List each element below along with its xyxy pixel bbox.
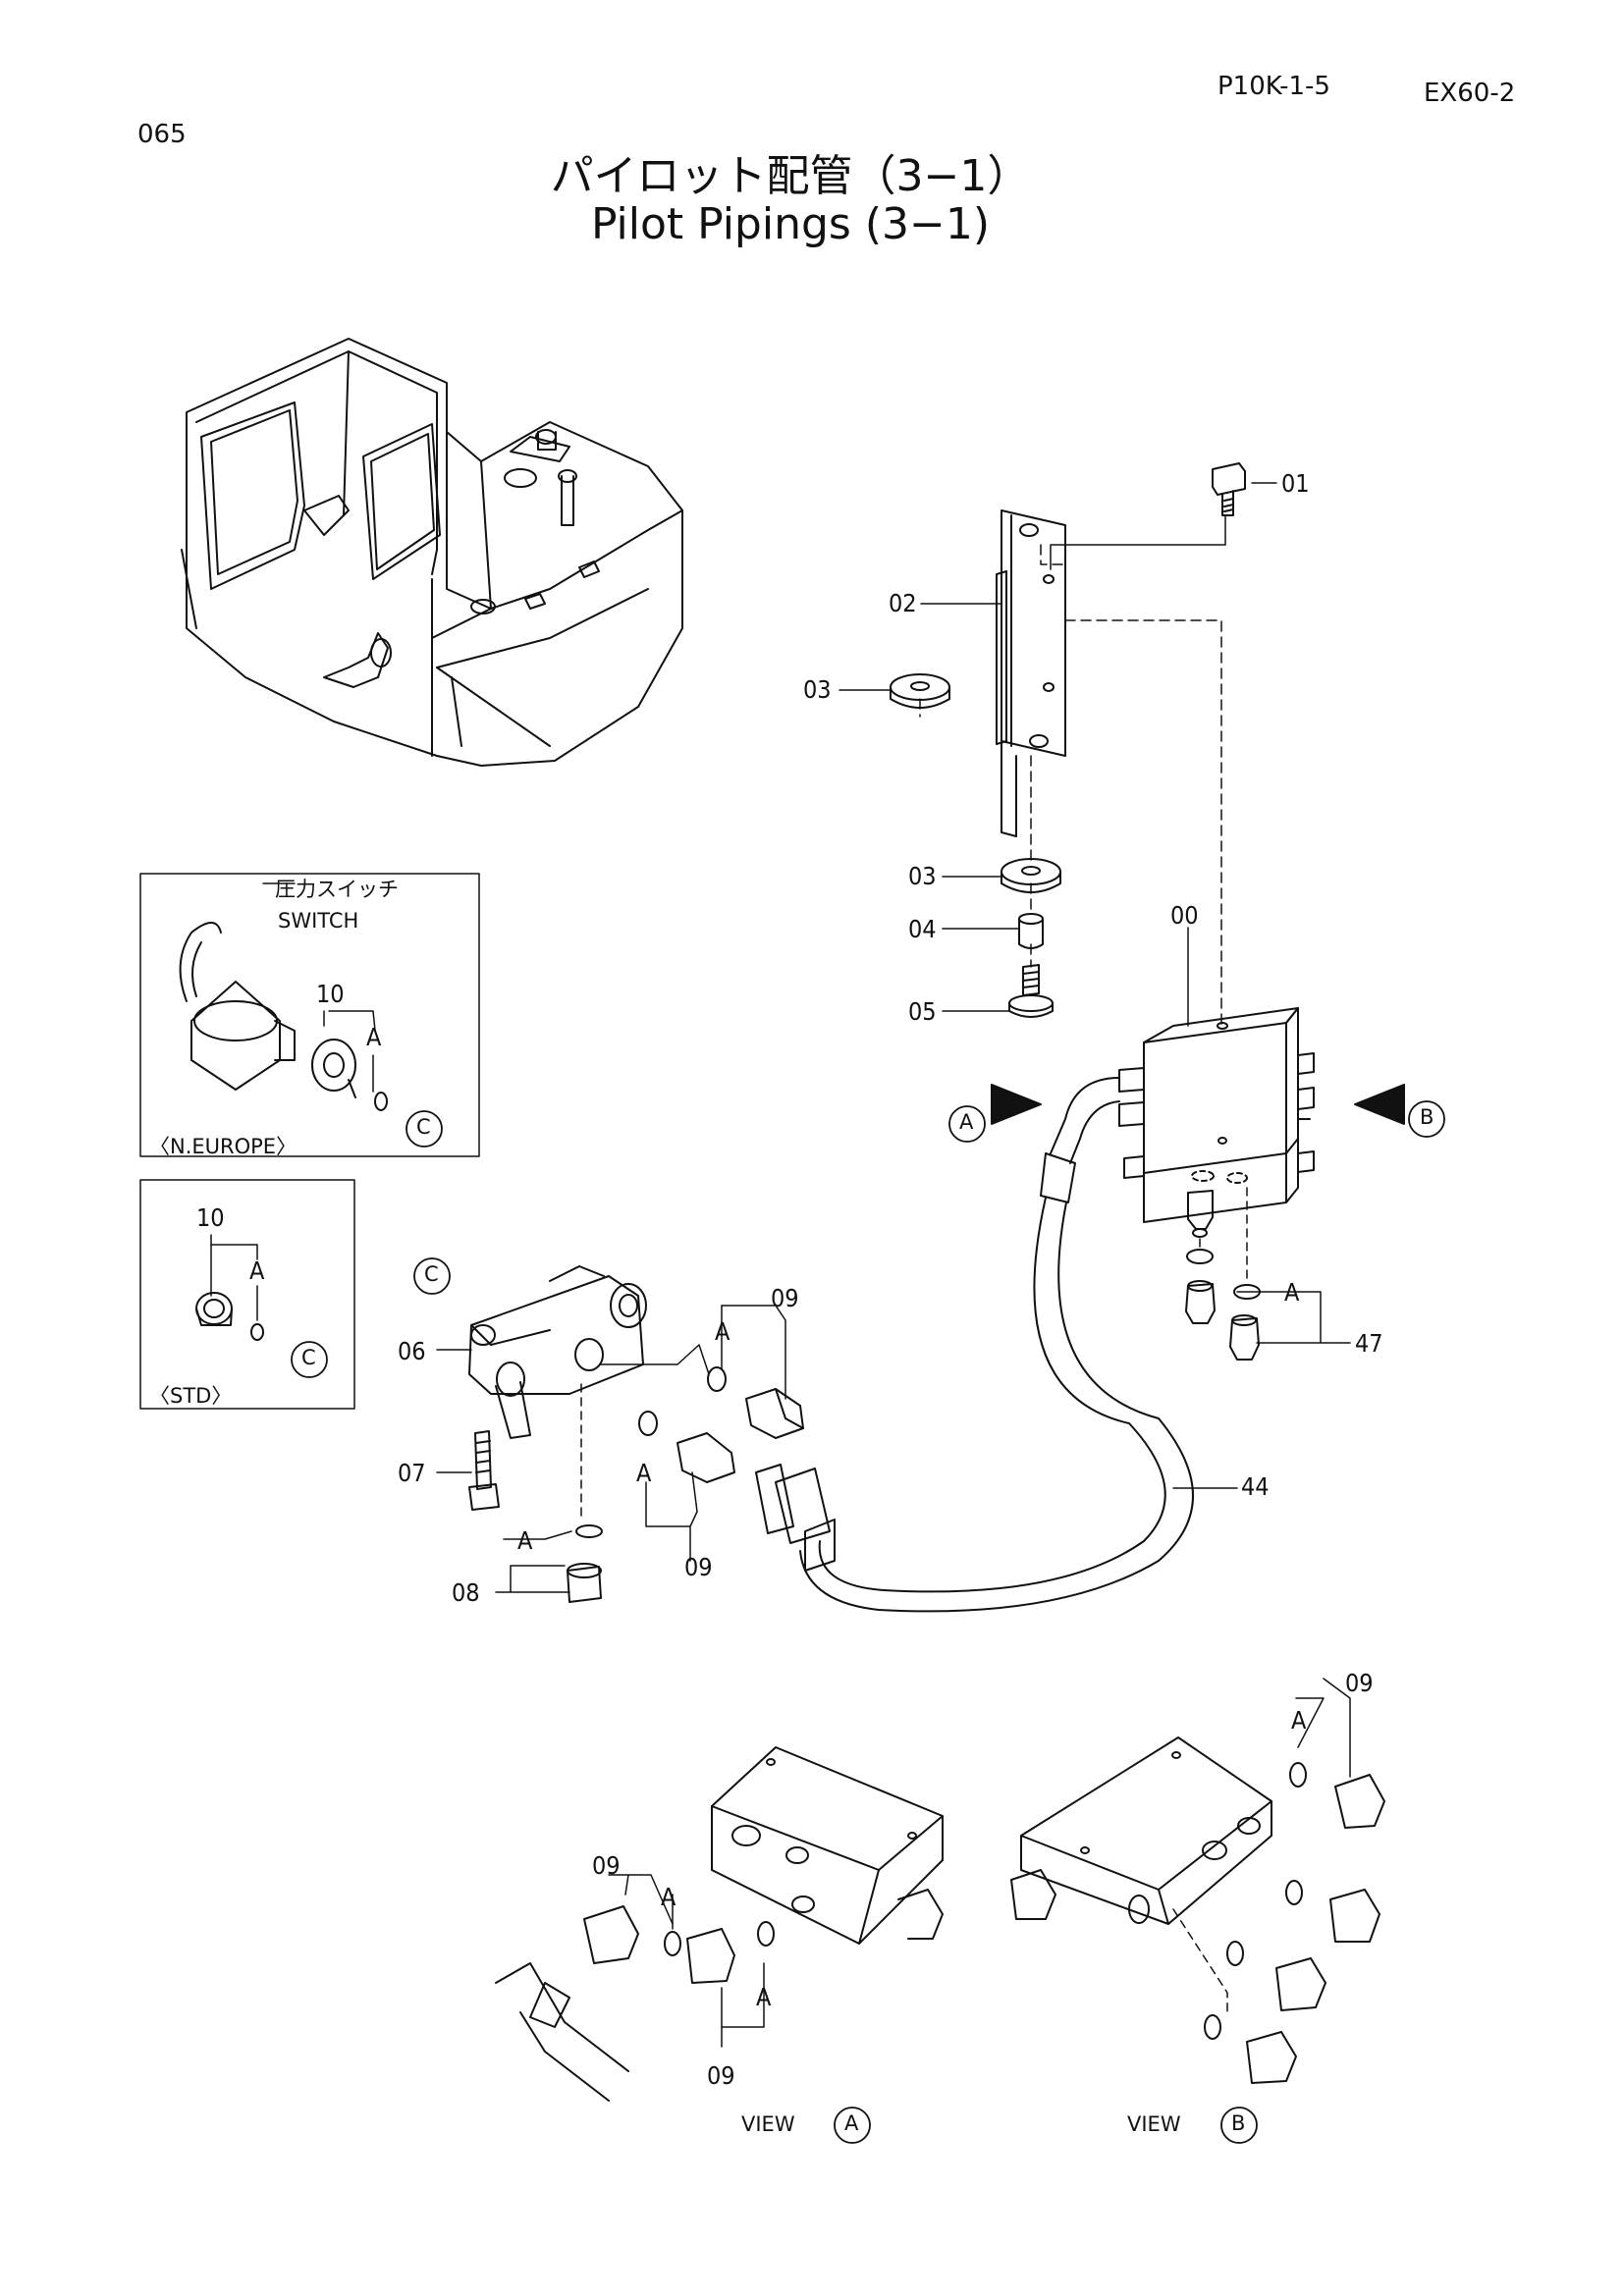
part-label-06: 06	[398, 1337, 426, 1365]
a-marker-08: A	[517, 1526, 533, 1555]
washer-03-upper	[891, 674, 949, 700]
part-label-05: 05	[908, 997, 937, 1026]
valve-06	[469, 1266, 646, 1438]
part-label-03: 03	[803, 675, 832, 704]
page-number: 065	[137, 120, 187, 149]
inset-n-europe-caption: 〈N.EUROPE〉	[149, 1135, 298, 1158]
inset-c-circle-2	[292, 1342, 327, 1377]
part-label-44: 44	[1241, 1472, 1270, 1501]
inset-n-europe-frame	[140, 874, 479, 1156]
marker-b-circle	[1409, 1101, 1444, 1137]
part-label-03-lower: 03	[908, 862, 937, 890]
doc-code: P10K-1-5	[1217, 72, 1330, 101]
view-a-a-marker-1: A	[661, 1883, 676, 1911]
a-marker-47: A	[1284, 1278, 1300, 1307]
bracket-02	[997, 510, 1065, 836]
inset-c-circle-1	[406, 1111, 442, 1147]
fittings-09-valve	[601, 1345, 803, 1482]
view-b-part-09: 09	[1345, 1669, 1374, 1697]
view-a-circle	[835, 2108, 870, 2143]
marker-b: B	[1420, 1105, 1434, 1129]
bolt-07	[469, 1431, 499, 1510]
marker-c-circle	[414, 1258, 450, 1294]
a-marker-09-upper: A	[715, 1317, 730, 1346]
view-b-caption: VIEW	[1127, 2112, 1181, 2136]
switch-label-jp: 圧力スイッチ	[275, 878, 399, 901]
part-label-04: 04	[908, 915, 937, 943]
pressure-switch	[181, 923, 387, 1110]
marker-a: A	[959, 1110, 974, 1134]
arrow-b-shape	[1355, 1085, 1404, 1124]
title-english: Pilot Pipings (3−1)	[590, 199, 991, 249]
view-a-caption: VIEW	[741, 2112, 795, 2136]
inset-std-frame	[140, 1180, 354, 1409]
inset-part-10: 10	[316, 980, 345, 1008]
view-b-drawing	[1011, 1737, 1384, 2083]
part-label-47: 47	[1355, 1329, 1383, 1358]
view-b-a-marker: A	[1291, 1706, 1307, 1735]
std-part-10: 10	[196, 1203, 225, 1232]
view-a-part-09-top: 09	[592, 1851, 621, 1880]
std-c-marker: C	[301, 1346, 316, 1369]
inset-c-marker: C	[416, 1115, 431, 1139]
view-b-circle	[1221, 2108, 1257, 2143]
std-plug	[196, 1293, 263, 1340]
a-marker-09-lower: A	[636, 1459, 652, 1487]
arrow-a-shape	[992, 1085, 1041, 1124]
bolt-05	[1009, 965, 1053, 1017]
inset-std-caption: 〈STD〉	[149, 1384, 233, 1408]
part-label-08: 08	[452, 1578, 480, 1607]
washer-03-lower	[1001, 859, 1060, 884]
view-b-letter: B	[1231, 2111, 1246, 2135]
model-code: EX60-2	[1424, 79, 1516, 108]
assembly-lines	[920, 545, 1221, 1026]
leader-lines	[211, 483, 1350, 2047]
marker-a-circle	[949, 1106, 985, 1142]
excavator-illustration	[182, 339, 682, 766]
hose-44	[756, 1078, 1193, 1611]
plug-08	[568, 1384, 602, 1602]
part-label-00: 00	[1170, 901, 1199, 930]
fittings-47	[1186, 1188, 1260, 1360]
view-a-drawing	[496, 1747, 943, 2101]
view-a-letter: A	[844, 2111, 859, 2135]
title-japanese: パイロット配管（3−1）	[550, 151, 1031, 201]
view-a-part-09-bottom: 09	[707, 2061, 735, 2090]
valve-block-00	[1119, 1008, 1314, 1237]
inset-a-marker: A	[366, 1023, 382, 1051]
switch-label-en: SWITCH	[278, 909, 359, 933]
part-label-09-lower: 09	[684, 1553, 713, 1581]
part-label-07: 07	[398, 1459, 426, 1487]
marker-c: C	[424, 1262, 439, 1286]
part-label-02: 02	[889, 589, 917, 617]
part-label-01: 01	[1281, 469, 1310, 498]
view-a-a-marker-2: A	[756, 1983, 772, 2011]
part-label-09-upper: 09	[771, 1284, 799, 1312]
spacer-04	[1019, 914, 1043, 948]
bolt-01	[1213, 463, 1245, 515]
std-a-marker: A	[249, 1256, 265, 1285]
